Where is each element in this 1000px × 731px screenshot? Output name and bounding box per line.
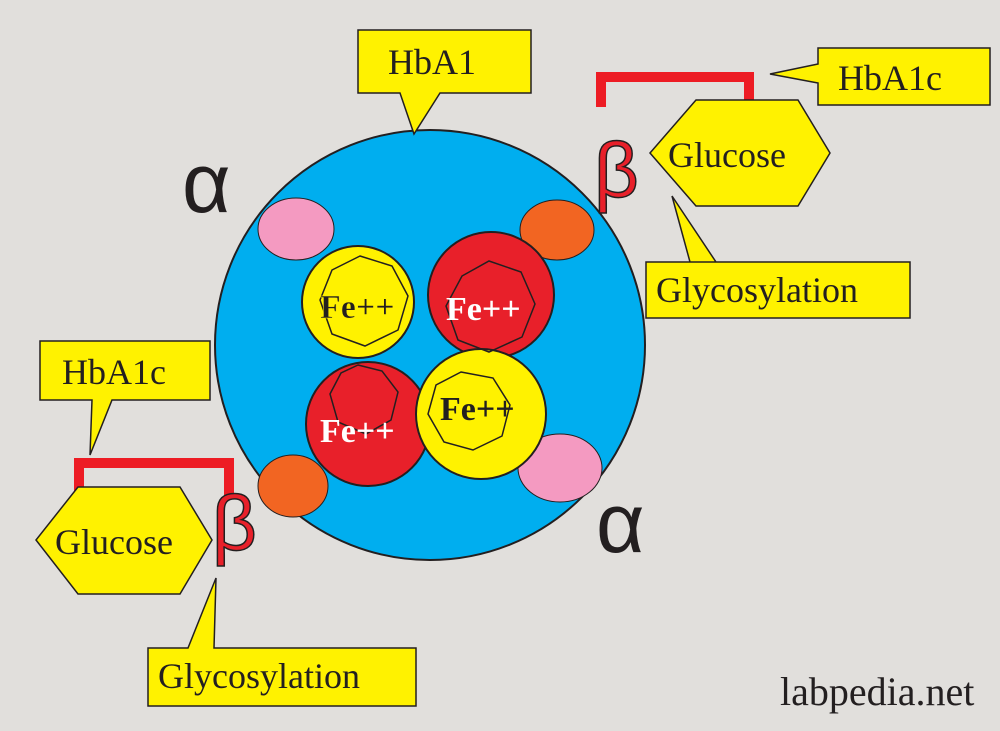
glycation-bracket-top-right (596, 72, 754, 110)
alpha-label-bottom-right: α (596, 476, 645, 570)
beta-label-top-right: β (594, 126, 639, 214)
callout-hba1c-bottom-left (39, 340, 211, 456)
glucose-hexagon-bottom-left (35, 486, 213, 595)
heme-ring-bottom-left (329, 364, 399, 435)
beta-label-bottom-left: β (212, 479, 257, 567)
heme-ring-bottom-right (427, 371, 511, 451)
fe-label-top-left: Fe++ (320, 289, 395, 326)
glucose-label-top-right: Glucose (668, 135, 786, 175)
callout-hba1c-top-right (769, 47, 991, 106)
beta-subunit-marker-top (519, 199, 595, 261)
glycation-bracket-bottom-left (74, 458, 234, 497)
glucose-label-bottom-left: Glucose (55, 522, 173, 562)
alpha-label-top-left: α (182, 136, 231, 230)
callout-glycosylation-bottom-left-label: Glycosylation (158, 656, 360, 696)
alpha-subunit-marker-top (257, 197, 335, 261)
glucose-hexagon-top-right (649, 99, 831, 207)
callout-hba1c-top-right-label: HbA1c (838, 58, 942, 98)
fe-label-bottom-right: Fe++ (440, 391, 515, 428)
callout-glycosylation-bottom-left (147, 577, 417, 707)
source-credit: labpedia.net (780, 669, 974, 714)
fe-label-bottom-left: Fe++ (320, 413, 395, 450)
callout-hba1 (357, 29, 532, 136)
callout-hba1c-bottom-left-label: HbA1c (62, 352, 166, 392)
callout-glycosylation-top-right (645, 195, 911, 319)
callout-glycosylation-top-right-label: Glycosylation (656, 270, 858, 310)
heme-ring-top-right (445, 260, 536, 353)
fe-label-top-right: Fe++ (446, 291, 521, 328)
heme-ring-top-left (319, 255, 409, 347)
callout-hba1-label: HbA1 (388, 42, 476, 82)
beta-subunit-marker-bottom (257, 454, 329, 518)
